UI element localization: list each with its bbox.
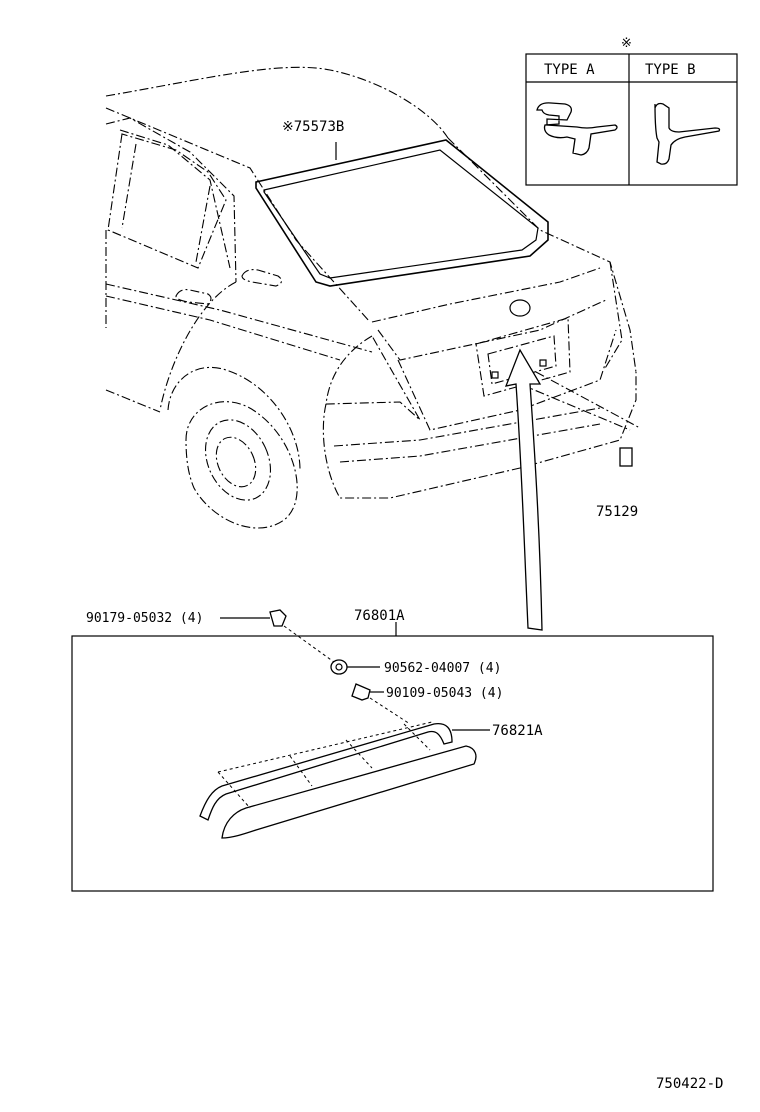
garnish-part (199, 721, 490, 839)
type-a-label: TYPE A (544, 62, 595, 78)
nut-part (330, 659, 380, 675)
screw-part (351, 683, 411, 725)
clip-part (220, 609, 335, 663)
label-clip: 90179-05032 (4) (86, 611, 203, 626)
type-b-profile (654, 102, 721, 165)
label-plug: 75129 (596, 504, 638, 520)
legend-mark: ※ (621, 36, 632, 51)
plug-part (619, 447, 633, 467)
type-a-profile (536, 102, 618, 156)
trim-strip-part (255, 139, 549, 287)
label-trim-strip: ※75573B (282, 119, 344, 135)
label-nut: 90562-04007 (4) (384, 661, 501, 676)
install-arrow (504, 348, 543, 631)
car-body (105, 66, 641, 529)
page-code: 750422-D (656, 1076, 723, 1092)
label-garnish: 76821A (492, 723, 543, 739)
garnish-assy-frame (71, 635, 714, 892)
label-screw: 90109-05043 (4) (386, 686, 503, 701)
type-b-label: TYPE B (645, 62, 696, 78)
type-legend: ※ TYPE A TYPE B (525, 36, 738, 186)
label-garnish-assy: 76801A (354, 608, 405, 624)
